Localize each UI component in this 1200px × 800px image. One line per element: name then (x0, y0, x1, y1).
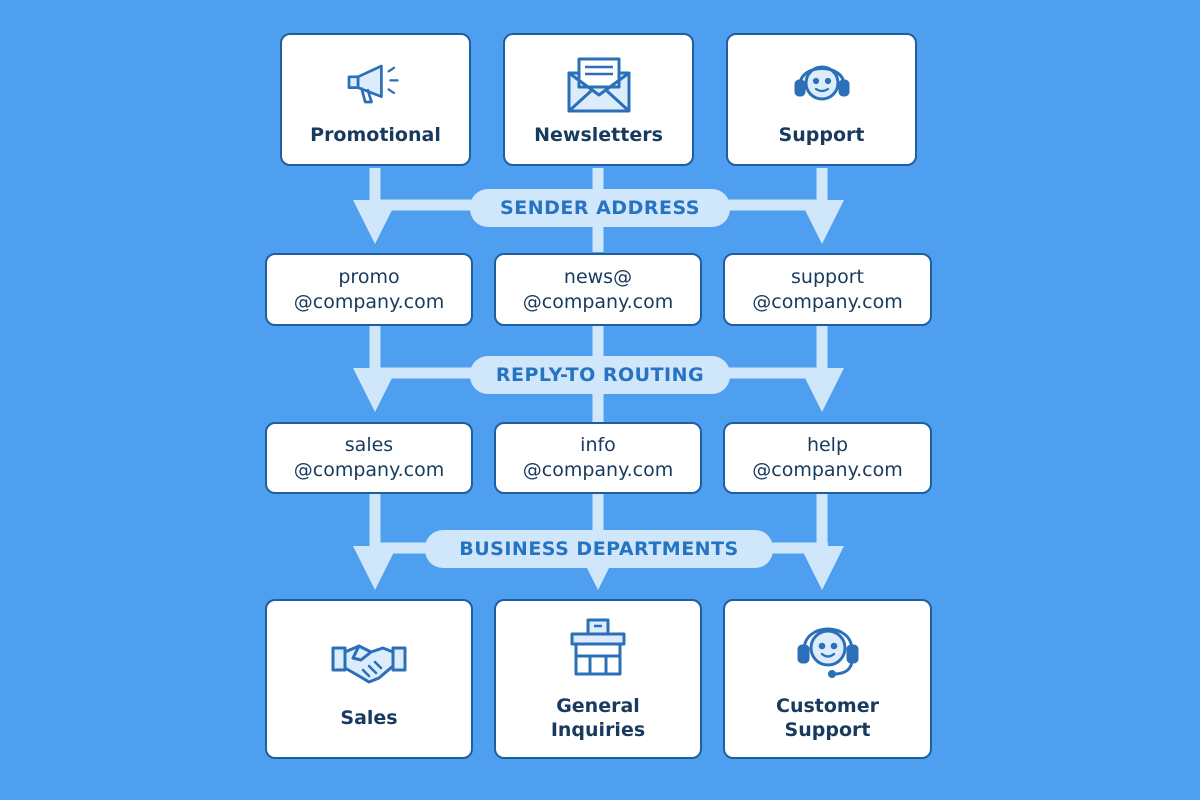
channel-label: Newsletters (534, 123, 663, 146)
handshake-icon (331, 644, 407, 684)
channel-card-promotional: Promotional (280, 33, 471, 166)
department-label: General Inquiries (550, 695, 646, 741)
department-card-sales: Sales (265, 599, 473, 759)
department-card-customer-support: Customer Support (723, 599, 932, 759)
department-label: Customer Support (776, 695, 879, 741)
channel-card-support: Support (726, 33, 917, 166)
address-label: promo @company.com (293, 265, 445, 313)
address-label: help @company.com (752, 434, 903, 481)
stage-pill-reply-to-routing: REPLY-TO ROUTING (470, 356, 730, 394)
channel-card-newsletters: Newsletters (503, 33, 694, 166)
channel-label: Promotional (310, 123, 441, 146)
sender-address-card-support: support @company.com (723, 253, 932, 326)
channel-label: Support (778, 123, 865, 146)
headset-agent-icon (794, 65, 849, 100)
megaphone-icon (347, 64, 399, 103)
sender-address-card-news: news@ @company.com (494, 253, 702, 326)
stage-pill-sender-address: SENDER ADDRESS (470, 189, 730, 227)
address-label: sales @company.com (293, 434, 445, 481)
reply-address-card-sales: sales @company.com (265, 422, 473, 494)
address-label: news@ @company.com (522, 265, 674, 313)
headset-agent-icon (797, 627, 858, 678)
reply-address-card-help: help @company.com (723, 422, 932, 494)
department-label: Sales (340, 707, 398, 729)
address-label: info @company.com (522, 434, 674, 481)
stage-pill-business-departments: BUSINESS DEPARTMENTS (425, 530, 773, 568)
reception-desk-icon (570, 618, 626, 676)
envelope-icon (567, 57, 630, 112)
reply-address-card-info: info @company.com (494, 422, 702, 494)
department-card-general-inquiries: General Inquiries (494, 599, 702, 759)
address-label: support @company.com (752, 265, 903, 313)
sender-address-card-promo: promo @company.com (265, 253, 473, 326)
